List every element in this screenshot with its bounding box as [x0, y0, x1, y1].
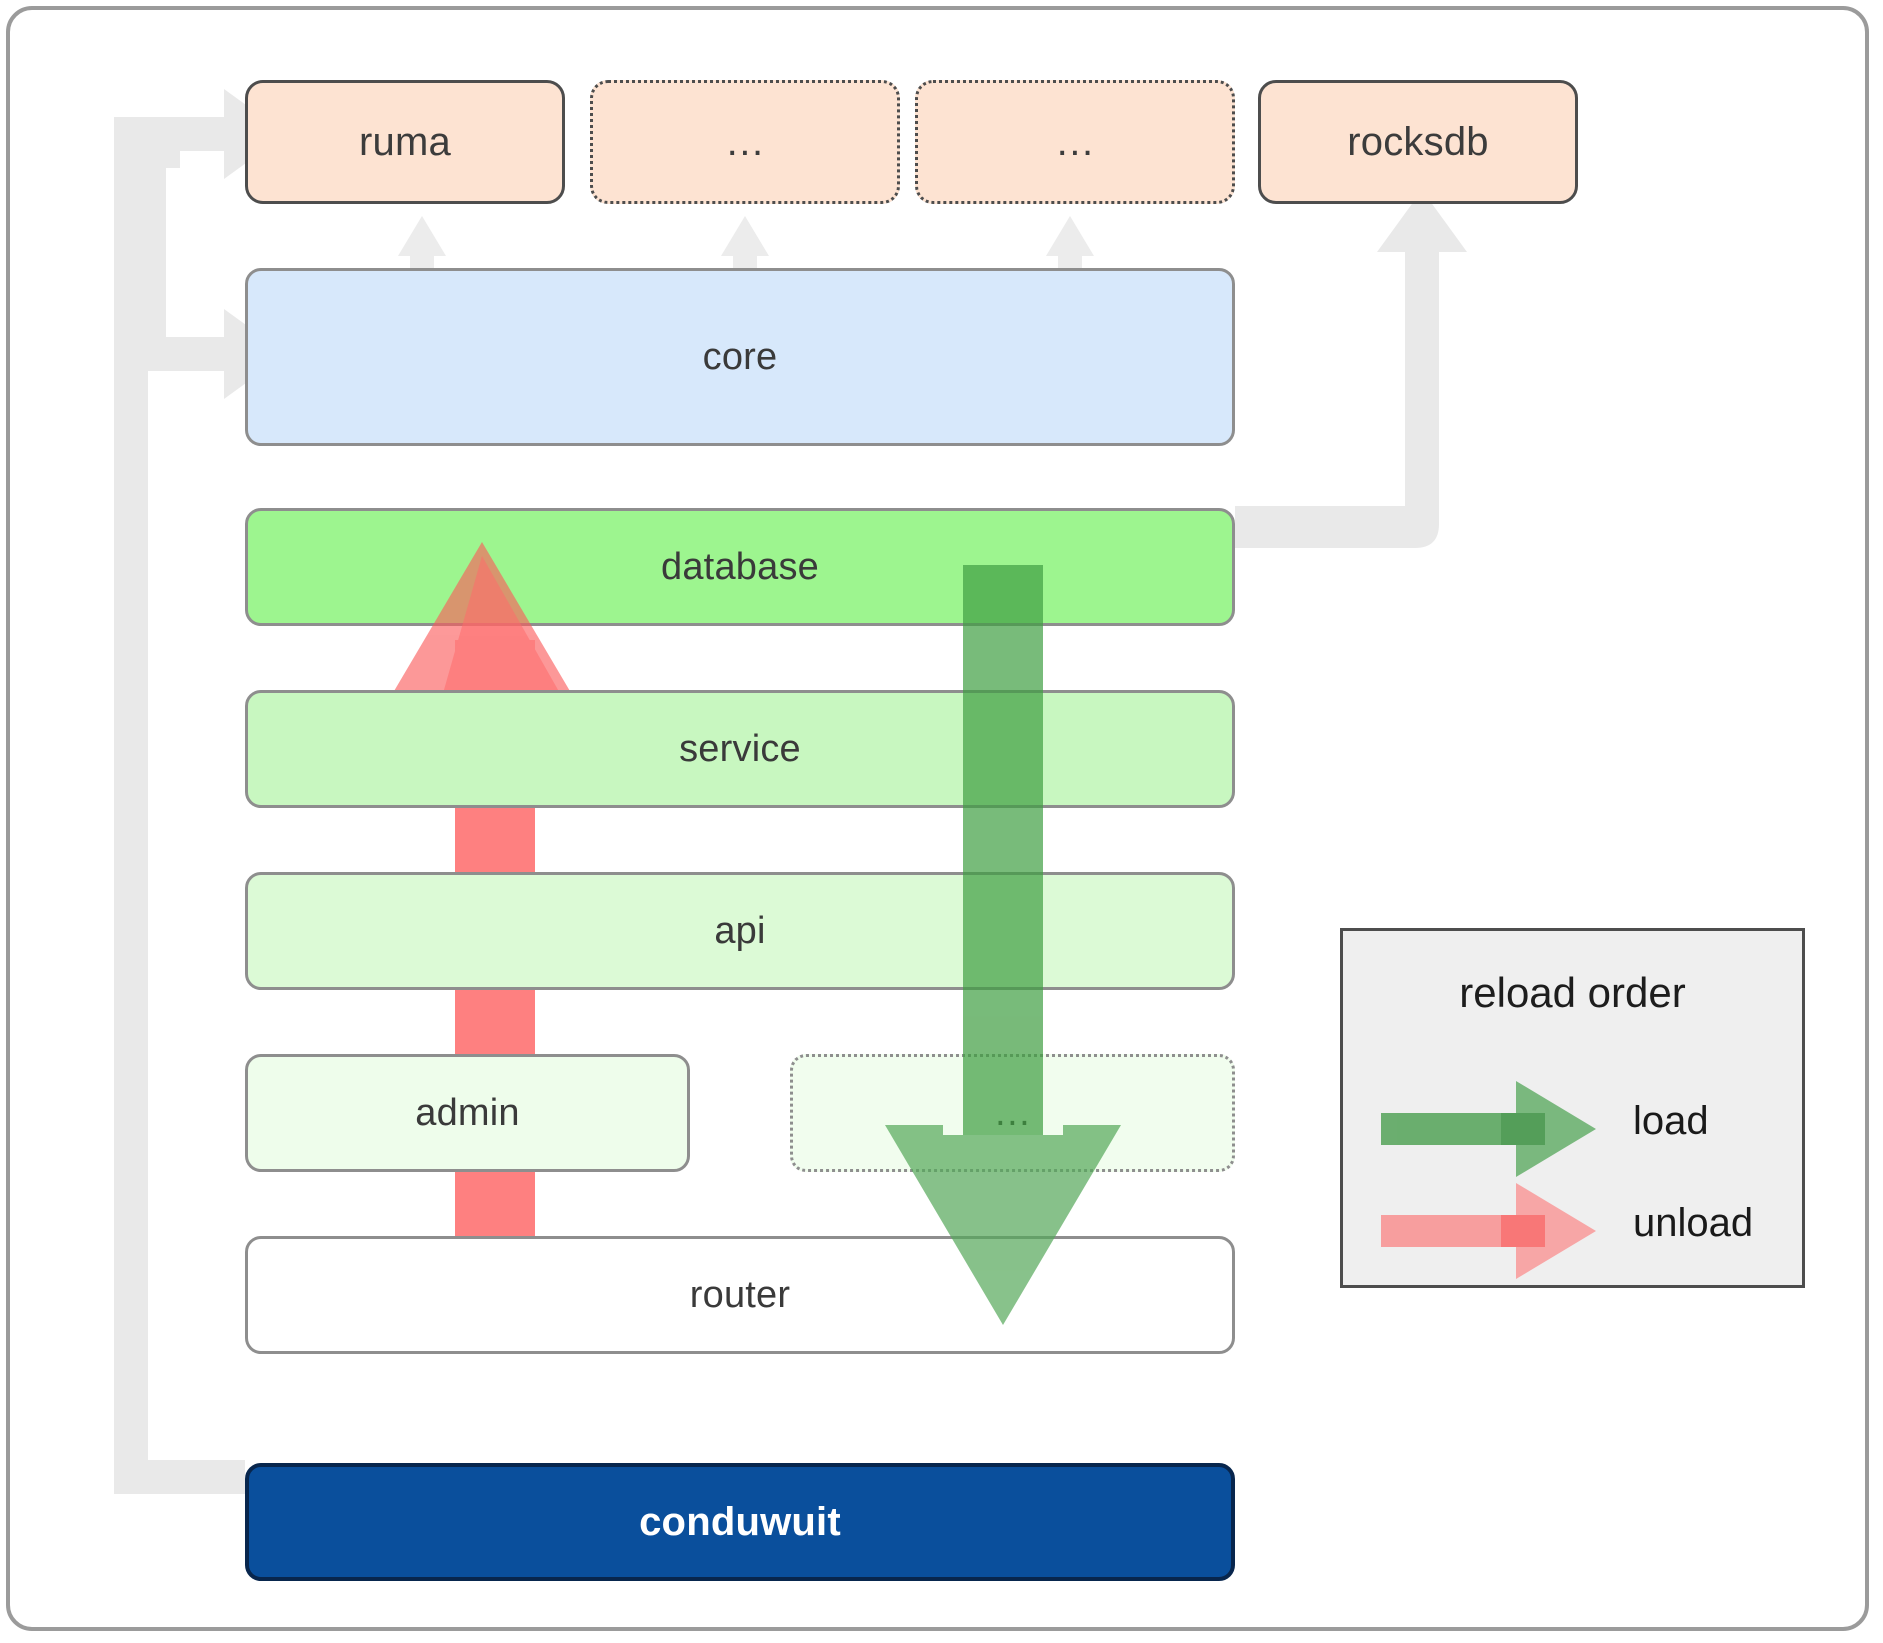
legend-row-unload: unload [1343, 1183, 1802, 1279]
unload-arrow-head-core [436, 556, 574, 718]
stack-label-router: router [689, 1274, 791, 1316]
connector-trunk [114, 134, 245, 1494]
legend-title: reload order [1459, 969, 1686, 1016]
dependency-label-rocksdb: rocksdb [1347, 120, 1489, 164]
connector-spur-core [148, 117, 166, 337]
legend-panel: reload order load unload [1340, 928, 1805, 1288]
legend-load-shaft [1381, 1113, 1531, 1145]
connector-arrow-rocksdb [1235, 190, 1467, 548]
app-label-conduwuit: conduwuit [639, 1500, 841, 1544]
legend-label-load: load [1633, 1099, 1709, 1143]
legend-unload-arrow-icon [1381, 1183, 1596, 1279]
stack-box-database[interactable]: database [245, 508, 1235, 626]
stack-box-core[interactable]: core [245, 268, 1235, 446]
legend-load-notch [1501, 1113, 1545, 1145]
dependency-box-ellipsis-1[interactable]: … [590, 80, 900, 204]
stack-label-admin: admin [415, 1092, 520, 1134]
legend-load-head [1516, 1081, 1596, 1177]
stack-label-service: service [679, 728, 801, 770]
dependency-box-rocksdb[interactable]: rocksdb [1258, 80, 1578, 204]
legend-label-unload: unload [1633, 1201, 1754, 1245]
dependency-label-ruma: ruma [359, 120, 451, 164]
load-arrow-shaft [963, 565, 1043, 1225]
load-arrow [885, 565, 1121, 1325]
stack-label-api: api [714, 910, 766, 952]
stack-box-service[interactable]: service [245, 690, 1235, 808]
legend-unload-notch [1501, 1215, 1545, 1247]
legend-unload-shaft [1381, 1215, 1531, 1247]
dependency-label-ellipsis-1: … [724, 120, 766, 164]
app-box-conduwuit[interactable]: conduwuit [245, 1463, 1235, 1581]
stack-label-database: database [661, 546, 819, 588]
dependency-box-ellipsis-2[interactable]: … [915, 80, 1235, 204]
connector-arrow-ruma [114, 89, 286, 179]
stack-box-admin[interactable]: admin [245, 1054, 690, 1172]
stack-box-api[interactable]: api [245, 872, 1235, 990]
legend-unload-head [1516, 1183, 1596, 1279]
legend-row-load: load [1343, 1081, 1802, 1177]
stack-box-router[interactable]: router [245, 1236, 1235, 1354]
dependency-label-ellipsis-2: … [1054, 120, 1096, 164]
stack-label-core: core [702, 336, 778, 378]
dependency-box-ruma[interactable]: ruma [245, 80, 565, 204]
legend-load-arrow-icon [1381, 1081, 1596, 1177]
load-arrow-head [885, 1125, 1121, 1325]
